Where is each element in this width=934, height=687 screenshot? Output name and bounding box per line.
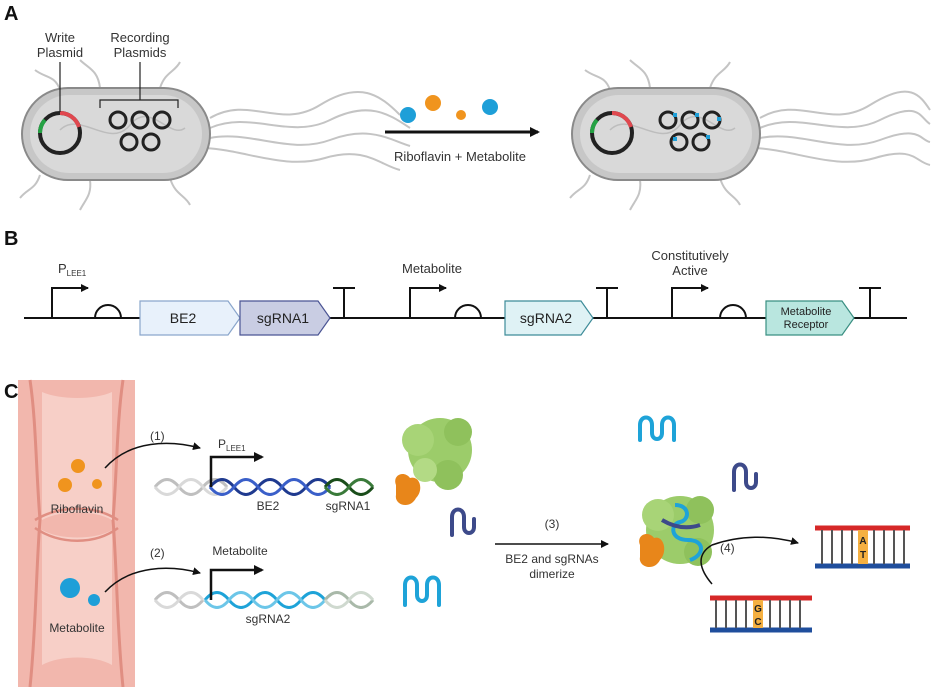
riboflavin-label: Riboflavin [51, 502, 104, 516]
gene-sgrna1 [239, 300, 331, 336]
recording-plasmids-left [108, 110, 172, 152]
arrow-step-2 [104, 567, 201, 593]
step-2-label: (2) [150, 546, 165, 560]
dimerize-label-1: BE2 and sgRNAs [505, 552, 598, 566]
promoter-2-label: Metabolite [402, 261, 462, 276]
rbs-3 [719, 304, 747, 319]
promoter-1-label: PLEE1 [58, 261, 87, 278]
sgrna1-label-c: sgRNA1 [326, 499, 371, 513]
riboflavin-molecule-c1 [71, 459, 85, 473]
step-1-label: (1) [150, 429, 165, 443]
panel-a-arrow-label: Riboflavin + Metabolite [394, 149, 526, 164]
flagella-right [569, 59, 931, 211]
dna-ladder-after [815, 525, 910, 569]
panel-b-letter: B [4, 228, 18, 250]
molecules-a [400, 95, 498, 123]
gene-sgrna1-label: sgRNA1 [257, 310, 309, 326]
be2-sgrna-complex [639, 496, 714, 568]
riboflavin-molecule-c2 [58, 478, 72, 492]
metabolite-promoter-label: Metabolite [212, 544, 268, 558]
pair-before-bottom: C [754, 617, 761, 628]
sgrna2-molecule [403, 575, 441, 607]
panel-a-letter: A [4, 3, 18, 25]
pair-after-top: A [859, 536, 866, 547]
promoter-3-label-1: Constitutively [651, 248, 729, 263]
recording-plasmids-right [658, 110, 722, 152]
recording-plasmids-bracket [99, 62, 179, 108]
promoter-c2-arrow [209, 565, 264, 600]
write-plasmid-label-2: Plasmid [37, 45, 83, 60]
gene-sgrna2-label: sgRNA2 [520, 310, 572, 326]
dna-helix-2 [153, 591, 375, 609]
promoter-3-label-2: Active [672, 263, 707, 278]
sgrna1-floating [732, 462, 758, 492]
sgrna2-floating [638, 415, 676, 442]
flagella-left [19, 59, 411, 211]
gene-metabolite-receptor [765, 300, 855, 336]
recording-plasmids-label-1: Recording [110, 30, 169, 45]
panel-b: B PLEE1 BE2 sgRNA1 Metabolite sgRNA2 Con… [4, 228, 907, 336]
panel-a: A Write Plasmi [4, 3, 931, 211]
rbs-2 [454, 304, 482, 319]
write-plasmid-label-1: Write [45, 30, 75, 45]
metabolite-molecule-2 [482, 99, 498, 115]
dna-helix-1 [153, 478, 375, 496]
pair-before-top: G [754, 604, 762, 615]
arrow-step-4 [700, 536, 799, 585]
write-plasmid-right [590, 111, 634, 155]
promoter-2-arrow [409, 284, 447, 318]
terminator-2 [596, 287, 618, 318]
be2-protein [395, 418, 472, 506]
gene-be2-label: BE2 [170, 310, 197, 326]
riboflavin-molecule-c3 [92, 479, 102, 489]
gene-be2 [139, 300, 241, 336]
terminator-3 [859, 287, 881, 318]
gene-receptor-label-1: Metabolite [781, 306, 832, 318]
dna-ladder-before [710, 595, 812, 633]
promoter-c1-arrow [209, 452, 264, 487]
arrow-step-1 [104, 442, 201, 469]
gene-receptor-label-2: Receptor [784, 319, 829, 331]
write-plasmid-left [38, 111, 82, 155]
gene-sgrna2 [504, 300, 594, 336]
recording-plasmids-label-2: Plasmids [114, 45, 167, 60]
intestine [18, 379, 135, 687]
riboflavin-molecule [425, 95, 441, 111]
promoter-1-arrow [51, 284, 89, 318]
rbs-1 [94, 304, 122, 319]
terminator-1 [333, 287, 355, 318]
dimerize-label-2: dimerize [529, 567, 575, 581]
pair-after-bottom: T [860, 550, 866, 561]
metabolite-molecule [400, 107, 416, 123]
promoter-3-arrow [671, 284, 709, 318]
promoter-c1-label: PLEE1 [218, 437, 246, 453]
step-4-label: (4) [720, 541, 735, 555]
metabolite-label-c: Metabolite [49, 621, 105, 635]
step-3-label: (3) [545, 517, 560, 531]
riboflavin-molecule-small [456, 110, 466, 120]
be2-label-c: BE2 [257, 499, 280, 513]
metabolite-molecule-c1 [60, 578, 80, 598]
panel-c: C Riboflavin Metabolite (1) (2) [4, 379, 910, 687]
panel-c-letter: C [4, 381, 18, 403]
metabolite-molecule-c2 [88, 594, 100, 606]
sgrna1-molecule [450, 507, 476, 537]
sgrna2-label-c: sgRNA2 [246, 612, 291, 626]
